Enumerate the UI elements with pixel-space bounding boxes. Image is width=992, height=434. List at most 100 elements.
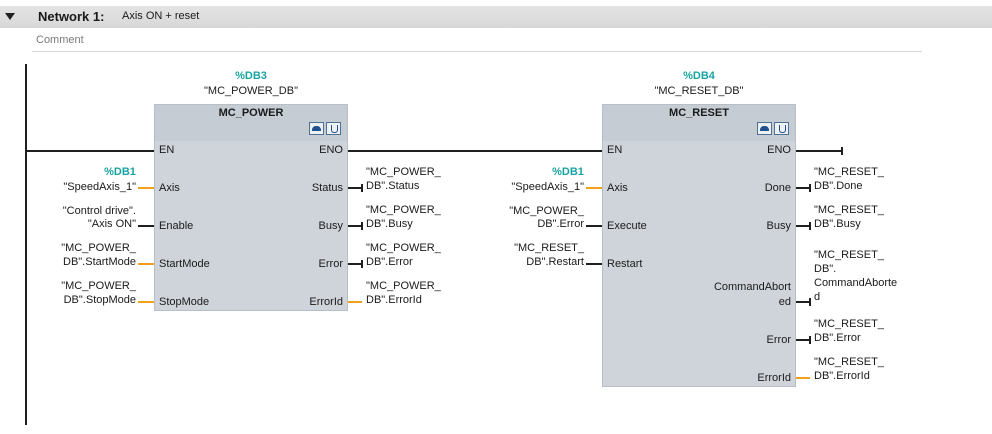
busy-operand-line2[interactable]: DB".Busy — [814, 218, 861, 230]
execute-operand-line2[interactable]: DB".Error — [537, 218, 584, 230]
pin-error: Error — [318, 258, 343, 270]
commandaborted-operand-line4[interactable]: d — [814, 291, 821, 303]
startmode-operand-line1[interactable]: "MC_POWER_ — [61, 242, 136, 254]
busy-operand-line2[interactable]: DB".Busy — [366, 218, 413, 230]
busy-connector — [809, 222, 811, 230]
mc-power-title: MC_POWER — [218, 107, 284, 119]
errorid-operand-line1[interactable]: "MC_RESET_ — [814, 356, 884, 368]
axis-db-number: %DB1 — [104, 166, 136, 178]
errorid-wire — [348, 301, 362, 303]
pin-startmode: StartMode — [159, 258, 210, 270]
axis-operand[interactable]: "SpeedAxis_1" — [63, 181, 136, 193]
error-operand-line2[interactable]: DB".Error — [366, 256, 413, 268]
commandaborted-operand-line1[interactable]: "MC_RESET_ — [814, 249, 884, 261]
status-operand-line1[interactable]: "MC_POWER_ — [366, 166, 441, 178]
stopmode-operand-line1[interactable]: "MC_POWER_ — [61, 280, 136, 292]
power-instance-db-name[interactable]: "MC_POWER_DB" — [204, 85, 298, 97]
errorid-operand-line2[interactable]: DB".ErrorId — [814, 370, 870, 382]
diagnostics-icon[interactable] — [326, 122, 341, 135]
open-config-icon[interactable] — [757, 122, 772, 135]
pin-restart: Restart — [607, 258, 643, 270]
commandaborted-operand-line3[interactable]: CommandAborte — [814, 277, 898, 289]
done-operand-line1[interactable]: "MC_RESET_ — [814, 166, 884, 178]
mc-reset-title: MC_RESET — [669, 107, 729, 119]
busy-connector — [361, 222, 363, 230]
wire-terminator — [841, 147, 843, 155]
reset-instance-db-name[interactable]: "MC_RESET_DB" — [654, 85, 744, 97]
restart-wire — [586, 263, 602, 265]
axis-db-number: %DB1 — [552, 166, 584, 178]
eno-en-wire — [348, 150, 603, 152]
pin-enable: Enable — [159, 220, 194, 232]
error-wire — [796, 339, 810, 341]
pin-eno: ENO — [767, 144, 791, 156]
execute-wire — [586, 225, 602, 227]
done-operand-line2[interactable]: DB".Done — [814, 180, 863, 192]
pin-done: Done — [764, 182, 791, 194]
startmode-operand-line2[interactable]: DB".StartMode — [63, 256, 136, 268]
status-connector — [361, 184, 363, 192]
mc-reset-toolbar — [757, 122, 789, 135]
commandaborted-wire — [796, 301, 810, 303]
pin-commandaborted-line1: CommandAbort — [713, 281, 791, 293]
pin-busy: Busy — [318, 220, 343, 232]
pin-axis: Axis — [607, 182, 628, 194]
enable-operand-line1[interactable]: "Control drive". — [62, 205, 136, 217]
power-instance-db-number: %DB3 — [235, 70, 267, 82]
mc-power-block[interactable]: MC_POWER EN ENO Axis Status Enable Busy … — [154, 104, 348, 311]
mc-reset-block[interactable]: MC_RESET EN ENO Axis Done Execute Busy R… — [602, 104, 796, 387]
done-wire — [796, 187, 810, 189]
error-wire — [348, 263, 362, 265]
pin-error: Error — [766, 334, 791, 346]
busy-operand-line1[interactable]: "MC_POWER_ — [366, 204, 441, 216]
errorid-wire — [796, 377, 810, 379]
enable-operand-line2[interactable]: "Axis ON" — [87, 218, 136, 230]
pin-busy: Busy — [766, 220, 791, 232]
pin-en: EN — [607, 144, 623, 156]
errorid-operand-line1[interactable]: "MC_POWER_ — [366, 280, 441, 292]
axis-wire — [138, 187, 154, 189]
network-header[interactable]: Network 1: Axis ON + reset — [0, 6, 992, 28]
eno-wire-reset — [796, 150, 842, 152]
axis-operand[interactable]: "SpeedAxis_1" — [511, 181, 584, 193]
done-connector — [809, 184, 811, 192]
restart-operand-line1[interactable]: "MC_RESET_ — [514, 242, 584, 254]
enable-wire — [138, 225, 154, 227]
errorid-operand-line2[interactable]: DB".ErrorId — [366, 294, 422, 306]
pin-execute: Execute — [607, 220, 647, 232]
busy-wire — [796, 225, 810, 227]
pin-axis: Axis — [159, 182, 180, 194]
pin-en: EN — [159, 144, 175, 156]
pin-errorid: ErrorId — [757, 372, 791, 384]
network-comment-field[interactable]: Comment — [32, 31, 922, 52]
startmode-wire — [138, 263, 154, 265]
restart-operand-line2[interactable]: DB".Restart — [526, 256, 584, 268]
error-connector — [809, 336, 811, 344]
status-wire — [348, 187, 362, 189]
open-config-icon[interactable] — [309, 122, 324, 135]
commandaborted-operand-line2[interactable]: DB". — [814, 263, 837, 275]
pin-eno: ENO — [319, 144, 343, 156]
pin-stopmode: StopMode — [159, 296, 210, 308]
pin-errorid: ErrorId — [309, 296, 343, 308]
axis-wire — [586, 187, 602, 189]
stopmode-operand-line2[interactable]: DB".StopMode — [63, 294, 136, 306]
error-operand-line2[interactable]: DB".Error — [814, 332, 861, 344]
reset-instance-db-number: %DB4 — [683, 70, 715, 82]
status-operand-line2[interactable]: DB".Status — [366, 180, 420, 192]
left-power-rail — [25, 64, 27, 425]
en-wire-power — [27, 150, 155, 152]
pin-status: Status — [311, 182, 343, 194]
commandaborted-connector — [809, 298, 811, 306]
error-operand-line1[interactable]: "MC_POWER_ — [366, 242, 441, 254]
error-operand-line1[interactable]: "MC_RESET_ — [814, 318, 884, 330]
network-description[interactable]: Axis ON + reset — [122, 10, 200, 22]
diagnostics-icon[interactable] — [774, 122, 789, 135]
busy-wire — [348, 225, 362, 227]
execute-operand-line1[interactable]: "MC_POWER_ — [509, 205, 584, 217]
stopmode-wire — [138, 301, 154, 303]
collapse-triangle-icon[interactable] — [5, 13, 15, 20]
mc-power-toolbar — [309, 122, 341, 135]
error-connector — [361, 260, 363, 268]
busy-operand-line1[interactable]: "MC_RESET_ — [814, 204, 884, 216]
